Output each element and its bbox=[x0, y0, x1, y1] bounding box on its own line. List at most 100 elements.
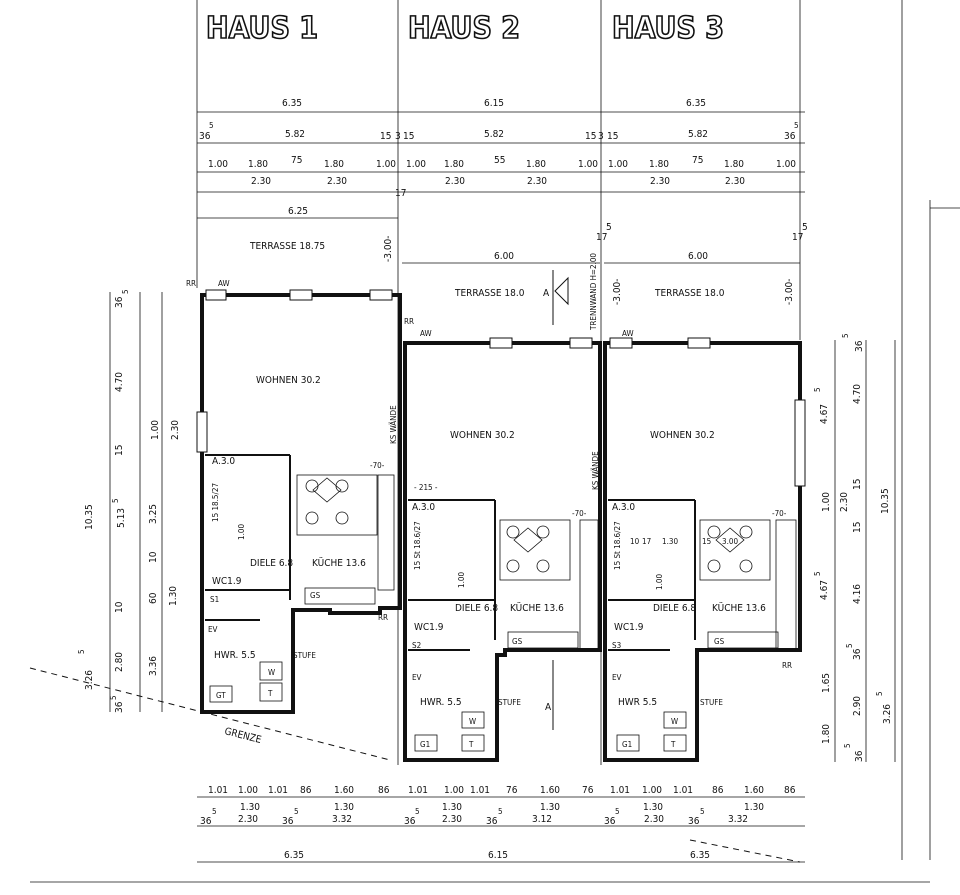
house-2-terrace: TERRASSE 18.0 bbox=[454, 288, 525, 299]
h1-seg2-1: 2.30 bbox=[327, 176, 347, 187]
h2-b3-5: 3.12 bbox=[532, 814, 552, 825]
house-2-wohnen: WOHNEN 30.2 bbox=[450, 430, 515, 441]
right-dim-21: 5 bbox=[843, 743, 852, 748]
h3-b2-1: 1.30 bbox=[744, 802, 764, 813]
house-1-width-top: 6.35 bbox=[282, 98, 302, 109]
house-2-width-inner: 5.82 bbox=[484, 129, 504, 140]
house-1-terrace: TERRASSE 18.75 bbox=[249, 241, 325, 252]
left-dim-17: 3.36 bbox=[148, 656, 159, 676]
utility-fixtures bbox=[209, 661, 687, 752]
right-dim-19: 1.80 bbox=[821, 724, 832, 744]
h2-seg-4: 1.00 bbox=[578, 159, 598, 170]
h2-b1-0: 1.01 bbox=[408, 785, 428, 796]
right-dim-13: 36 bbox=[852, 648, 863, 660]
left-dim-0: 36 bbox=[114, 296, 125, 308]
right-dim-1: 5 bbox=[841, 333, 850, 338]
h3-b3-5: 3.32 bbox=[728, 814, 748, 825]
h2-b3-3: 36 bbox=[486, 816, 498, 827]
house-1-dim-70: -70- bbox=[370, 461, 385, 470]
dim-17-c: 17 bbox=[792, 232, 803, 243]
h2-b2-0: 1.30 bbox=[442, 802, 462, 813]
house-3-s3: S3 bbox=[612, 641, 621, 650]
h1-b3-2: 2.30 bbox=[238, 814, 258, 825]
h1-b1-5: 86 bbox=[378, 785, 390, 796]
h2-b3-1: 5 bbox=[415, 807, 420, 816]
h2-b1-5: 76 bbox=[582, 785, 594, 796]
house-1-gs: GS bbox=[310, 591, 321, 600]
h1-b1-2: 1.01 bbox=[268, 785, 288, 796]
h3-seg2-0: 2.30 bbox=[650, 176, 670, 187]
house-3-diele: DIELE 6.8 bbox=[653, 603, 696, 614]
left-dim-6: 3.25 bbox=[148, 504, 159, 524]
left-dim-11: 60 bbox=[148, 592, 159, 604]
dim-17-b: 17 bbox=[596, 232, 607, 243]
house-2-title: HAUS 2 bbox=[408, 11, 520, 46]
house-1-rr-bottom: RR bbox=[378, 613, 388, 622]
house-3-dim-70: -70- bbox=[772, 509, 787, 518]
house-1-terrace-depth: -3.00- bbox=[383, 235, 394, 262]
house-3-kueche: KÜCHE 13.6 bbox=[712, 601, 766, 614]
left-dim-16: 2.80 bbox=[114, 652, 125, 672]
h3-b3-1: 5 bbox=[615, 807, 620, 816]
right-dim-20: 36 bbox=[854, 750, 865, 762]
h3-seg-3: 1.80 bbox=[724, 159, 744, 170]
house-1-diele: DIELE 6.8 bbox=[250, 558, 293, 569]
house-2-gs: GS bbox=[512, 637, 523, 646]
h3-b3-2: 2.30 bbox=[644, 814, 664, 825]
house-2-terrace-width: 6.00 bbox=[494, 251, 514, 262]
h2-b1-2: 1.01 bbox=[470, 785, 490, 796]
h1-b1-4: 1.60 bbox=[334, 785, 354, 796]
house-2-stufe: STUFE bbox=[498, 698, 521, 707]
right-dim-15: 1.65 bbox=[821, 673, 832, 693]
h1-seg-0: 1.00 bbox=[208, 159, 228, 170]
h3-seg-1: 1.80 bbox=[649, 159, 669, 170]
house-3-dim-1: 1.00 bbox=[655, 574, 664, 590]
h1-seg-2: 75 bbox=[291, 155, 302, 166]
left-dim-5: 15 bbox=[114, 445, 125, 456]
left-dim-7: 5.13 bbox=[116, 508, 127, 528]
house-2-hwr: HWR. 5.5 bbox=[420, 697, 462, 708]
house-3-width-inner: 5.82 bbox=[688, 129, 708, 140]
house-2-width-top: 6.15 bbox=[484, 98, 504, 109]
house-1-w: W bbox=[268, 668, 275, 677]
house-1-wohnen: WOHNEN 30.2 bbox=[256, 375, 321, 386]
house-1-terrace-width: 6.25 bbox=[288, 206, 308, 217]
h3-b1-1: 1.00 bbox=[642, 785, 662, 796]
right-dim-9: 15 bbox=[852, 522, 863, 533]
h2-seg-2: 55 bbox=[494, 155, 505, 166]
house-3-g1: G1 bbox=[622, 740, 632, 749]
house-3-a30: A.3.0 bbox=[612, 502, 635, 513]
h2-b3-2: 2.30 bbox=[442, 814, 462, 825]
left-dim-12: 1.30 bbox=[168, 586, 179, 606]
house-1-title: HAUS 1 bbox=[206, 11, 318, 46]
h3-b2-0: 1.30 bbox=[643, 802, 663, 813]
boundary-label: GRENZE bbox=[223, 726, 262, 746]
h1-b3-5: 3.32 bbox=[332, 814, 352, 825]
h1-b3-0: 36 bbox=[200, 816, 212, 827]
house-2-edge-left: 15 bbox=[403, 131, 414, 142]
top-dimensions: 6.35 6.15 6.35 5.82 5.82 5.82 36 5 15 3 … bbox=[197, 98, 808, 243]
house-2-dim-1: 1.00 bbox=[457, 572, 466, 588]
h3-b1-0: 1.01 bbox=[610, 785, 630, 796]
house-2-edge-right-2: 3 bbox=[598, 131, 604, 142]
house-3-edge-right-sup: 5 bbox=[794, 121, 799, 130]
h1-b3-1: 5 bbox=[212, 807, 217, 816]
h2-b1-1: 1.00 bbox=[444, 785, 464, 796]
section-mark-bottom: A bbox=[545, 702, 552, 713]
house-2-ev: EV bbox=[412, 673, 422, 682]
h1-b3-3: 36 bbox=[282, 816, 294, 827]
house-3-aw: AW bbox=[622, 329, 634, 338]
left-dim-18: 36 bbox=[114, 701, 125, 713]
right-dim-10: 4.67 bbox=[819, 580, 830, 600]
left-dim-13: 10 bbox=[114, 601, 125, 613]
trennwand-label: TRENNWAND H=2.00 bbox=[589, 253, 598, 331]
h3-seg-0: 1.00 bbox=[608, 159, 628, 170]
left-dim-2: 4.70 bbox=[114, 372, 125, 392]
house-1-rr-top: RR bbox=[186, 279, 196, 288]
house-3-dim-17: 17 bbox=[642, 537, 651, 546]
house-3-edge-right: 36 bbox=[784, 131, 796, 142]
house-3-ev: EV bbox=[612, 673, 622, 682]
right-dim-8: 10.35 bbox=[880, 488, 891, 514]
house-2-w: W bbox=[469, 717, 476, 726]
